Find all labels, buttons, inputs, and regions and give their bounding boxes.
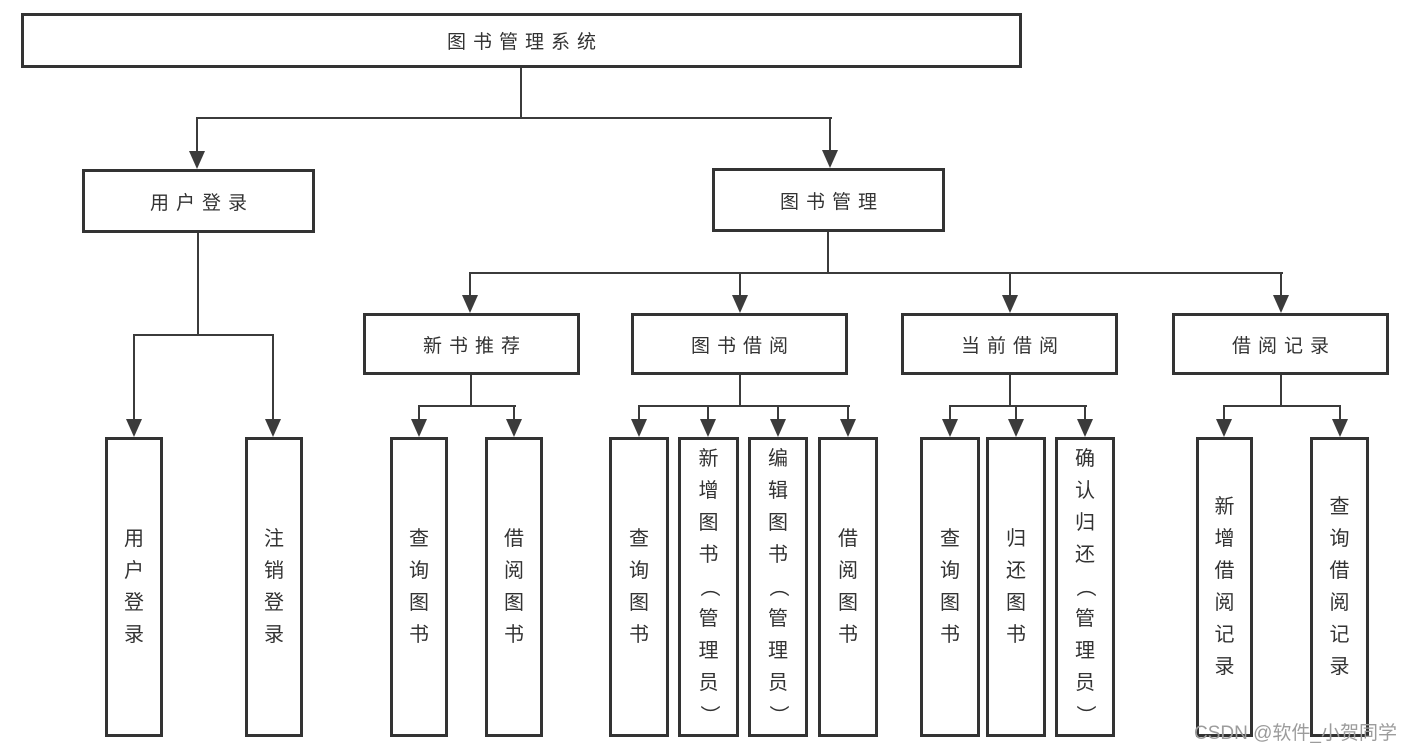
connector-line [638, 405, 640, 421]
connector-line [418, 405, 516, 407]
arrowhead-icon [1273, 295, 1289, 313]
leaf-label: 新增图书（管理员） [697, 448, 720, 725]
leaf-user-login: 用户登录 [105, 437, 163, 737]
connector-line [470, 375, 472, 407]
node-user-login: 用户登录 [82, 169, 315, 233]
node-book-borrowing: 图书借阅 [631, 313, 848, 375]
node-borrowing-records: 借阅记录 [1172, 313, 1389, 375]
leaf-borrow-books-recommend: 借阅图书 [485, 437, 543, 737]
node-label: 图书管理系统 [446, 32, 603, 53]
leaf-label: 查询借阅记录 [1329, 496, 1350, 678]
connector-line [827, 232, 829, 274]
connector-line [1339, 405, 1341, 421]
connector-line [1084, 405, 1086, 421]
arrowhead-icon [942, 419, 958, 437]
arrowhead-icon [770, 419, 786, 437]
arrowhead-icon [189, 151, 205, 169]
connector-line [520, 68, 522, 118]
connector-line [513, 405, 515, 421]
arrowhead-icon [1002, 295, 1018, 313]
leaf-query-books-borrow: 查询图书 [609, 437, 669, 737]
connector-line [418, 405, 420, 421]
connector-line [133, 334, 135, 421]
arrowhead-icon [700, 419, 716, 437]
leaf-label: 借阅图书 [838, 528, 858, 646]
connector-line [272, 334, 274, 421]
connector-line [847, 405, 849, 421]
node-label: 当前借阅 [960, 335, 1065, 357]
connector-line [777, 405, 779, 421]
connector-line [739, 272, 741, 297]
leaf-label: 查询图书 [409, 528, 429, 646]
arrowhead-icon [126, 419, 142, 437]
arrowhead-icon [506, 419, 522, 437]
leaf-add-book-admin: 新增图书（管理员） [678, 437, 739, 737]
arrowhead-icon [840, 419, 856, 437]
node-library-system: 图书管理系统 [21, 13, 1022, 68]
connector-line [1223, 405, 1341, 407]
leaf-label: 用户登录 [124, 528, 144, 646]
connector-line [197, 233, 199, 336]
leaf-confirm-return-admin: 确认归还（管理员） [1055, 437, 1115, 737]
watermark: CSDN @软件_小贺同学 [1194, 723, 1397, 744]
connector-line [1223, 405, 1225, 421]
leaf-return-books: 归还图书 [986, 437, 1046, 737]
connector-line [196, 117, 832, 119]
leaf-label: 确认归还（管理员） [1074, 448, 1096, 725]
node-label: 图书管理 [779, 191, 884, 213]
connector-line [949, 405, 951, 421]
arrowhead-icon [1332, 419, 1348, 437]
arrowhead-icon [631, 419, 647, 437]
node-book-management: 图书管理 [712, 168, 945, 232]
leaf-logout-login: 注销登录 [245, 437, 303, 737]
leaf-label: 归还图书 [1006, 528, 1026, 646]
connector-line [1280, 375, 1282, 407]
connector-line [707, 405, 709, 421]
node-label: 用户登录 [149, 192, 254, 214]
leaf-label: 新增借阅记录 [1214, 496, 1235, 678]
connector-line [739, 375, 741, 407]
arrowhead-icon [732, 295, 748, 313]
node-new-book-recommendation: 新书推荐 [363, 313, 580, 375]
connector-line [196, 117, 198, 152]
connector-line [638, 405, 850, 407]
leaf-edit-book-admin: 编辑图书（管理员） [748, 437, 808, 737]
leaf-add-borrow-record: 新增借阅记录 [1196, 437, 1253, 737]
arrowhead-icon [822, 150, 838, 168]
connector-line [469, 272, 471, 297]
arrowhead-icon [265, 419, 281, 437]
node-label: 图书借阅 [690, 335, 795, 357]
node-label: 新书推荐 [422, 335, 527, 357]
leaf-label: 编辑图书（管理员） [767, 448, 789, 725]
arrowhead-icon [411, 419, 427, 437]
connector-line [829, 117, 831, 151]
leaf-query-books-current: 查询图书 [920, 437, 980, 737]
connector-line [1015, 405, 1017, 421]
connector-line [1280, 272, 1282, 297]
connector-line [949, 405, 1087, 407]
leaf-label: 查询图书 [940, 528, 960, 646]
connector-line [1009, 375, 1011, 407]
arrowhead-icon [462, 295, 478, 313]
leaf-label: 查询图书 [629, 528, 649, 646]
connector-line [133, 334, 274, 336]
leaf-label: 借阅图书 [504, 528, 524, 646]
arrowhead-icon [1008, 419, 1024, 437]
connector-line [1009, 272, 1011, 297]
node-current-borrowing: 当前借阅 [901, 313, 1118, 375]
connector-line [469, 272, 1283, 274]
leaf-borrow-books: 借阅图书 [818, 437, 878, 737]
leaf-query-books-recommend: 查询图书 [390, 437, 448, 737]
leaf-label: 注销登录 [264, 528, 284, 646]
arrowhead-icon [1077, 419, 1093, 437]
node-label: 借阅记录 [1231, 335, 1336, 357]
leaf-query-borrow-record: 查询借阅记录 [1310, 437, 1369, 737]
arrowhead-icon [1216, 419, 1232, 437]
